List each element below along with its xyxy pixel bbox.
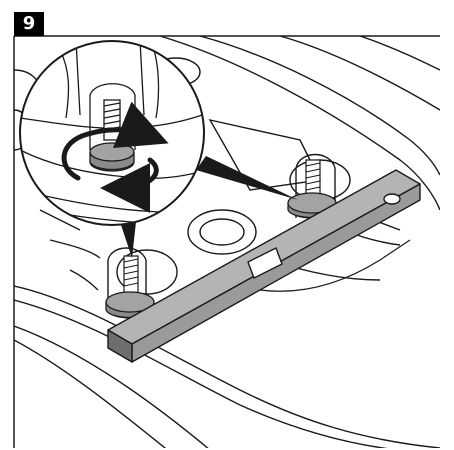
frame-border	[13, 35, 440, 448]
detail-zoom-circle	[19, 40, 205, 226]
step-number-badge: 9	[14, 12, 44, 36]
pointer-right	[196, 156, 298, 200]
bar-shadow	[259, 239, 411, 292]
rotate-arrows-icon	[61, 101, 169, 213]
step-number: 9	[22, 13, 36, 34]
bracket-bar	[107, 169, 421, 363]
pointer-left	[120, 222, 136, 258]
